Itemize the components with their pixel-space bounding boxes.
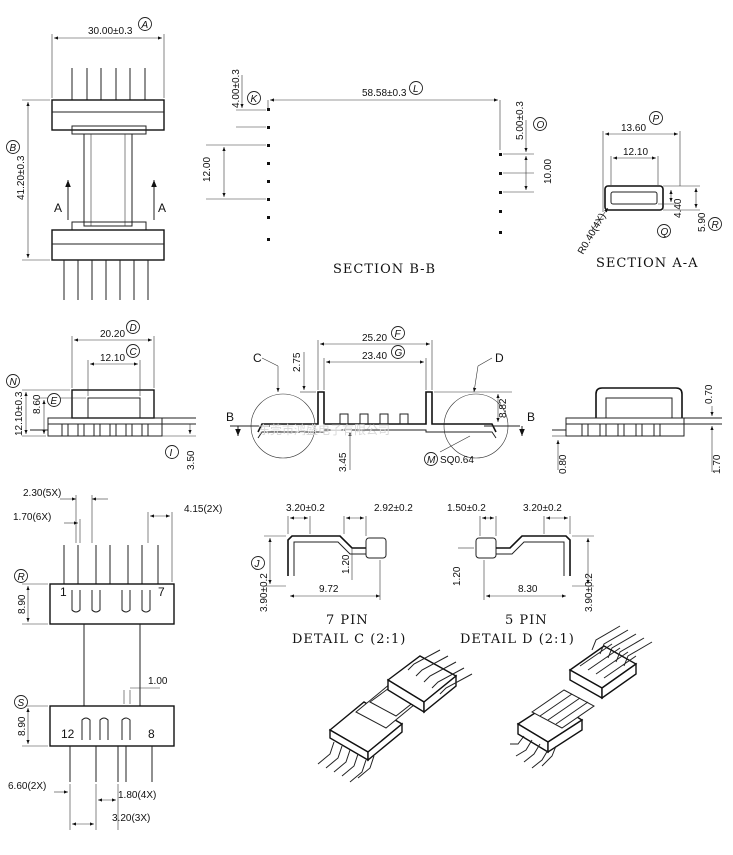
dim-b-12: 12.00	[202, 157, 213, 182]
callout-d: D	[130, 323, 137, 334]
callout-b: B	[10, 143, 17, 154]
dim-p-890b: 8.90	[17, 716, 28, 736]
side-view: 20.20 D 12.10 C 12.10±0.3 N 8.60 E 3.50 …	[6, 320, 197, 470]
dim-s-882: 8.82	[498, 398, 509, 418]
callout-o: O	[537, 120, 545, 131]
pin-1-label: 1	[60, 585, 67, 599]
pin-7-label: 7	[158, 585, 165, 599]
dim-p-890a: 8.90	[17, 594, 28, 614]
dim-width-a: 30.00±0.3	[88, 26, 133, 37]
dim-height-b: 41.20±0.3	[16, 155, 27, 200]
caption-5-pin: 5 PIN	[505, 613, 548, 628]
section-b-left-label: B	[226, 410, 234, 424]
dim-c-390: 3.90±0.2	[259, 573, 270, 612]
callout-g: G	[395, 348, 403, 359]
section-b-right-label: B	[527, 410, 535, 424]
callout-p: P	[653, 114, 660, 125]
dim-a-590: 5.90	[697, 212, 708, 232]
dim-a-1210: 12.10	[623, 147, 648, 158]
dim-b-10: 10.00	[543, 159, 554, 184]
caption-detail-d: DETAIL D (2:1)	[460, 632, 575, 647]
right-view: 0.70 0.80 1.70	[552, 384, 723, 474]
caption-7-pin: 7 PIN	[326, 613, 369, 628]
callout-r-a: R	[712, 220, 719, 231]
section-arrow-right: A	[158, 201, 166, 215]
callout-j: J	[254, 559, 261, 570]
dim-f-1210: 12.10	[100, 353, 125, 364]
section-aa: 13.60 P 12.10 4.40 5.90 Q R R0.40(4X) SE…	[576, 111, 722, 271]
dim-d-150: 1.50±0.2	[447, 503, 486, 514]
dim-s-sq: SQ0.64	[440, 455, 474, 466]
dim-s-275: 2.75	[292, 352, 303, 372]
dim-r-170: 1.70	[712, 454, 723, 474]
callout-k: K	[251, 94, 259, 105]
dim-c-120: 1.20	[341, 554, 352, 574]
dim-r-070: 0.70	[704, 384, 715, 404]
callout-r: R	[18, 572, 25, 583]
dim-f-350: 3.50	[186, 450, 197, 470]
dim-s-2520: 25.20	[362, 333, 387, 344]
detail-d: 1.50±0.2 3.20±0.2 1.20 8.30 3.90±0.2 5 P…	[447, 503, 595, 647]
dim-p-100: 1.00	[148, 676, 168, 687]
dim-d-120: 1.20	[452, 566, 463, 586]
dim-a-r040: R0.40(4X)	[576, 212, 608, 257]
dim-r-080: 0.80	[558, 454, 569, 474]
callout-c: C	[130, 347, 138, 358]
dim-f-1210h: 12.10±0.3	[14, 391, 25, 436]
dim-a-1360: 13.60	[621, 123, 646, 134]
dim-p-660: 6.60(2X)	[8, 781, 46, 792]
detail-d-callout: D	[495, 351, 504, 365]
dim-c-292: 2.92±0.2	[374, 503, 413, 514]
detail-c-callout: C	[253, 351, 262, 365]
dim-p-170: 1.70(6X)	[13, 512, 51, 523]
watermark: 东莞市鸿盛电子有限公司	[258, 422, 390, 437]
isometric-view-left	[317, 649, 473, 783]
isometric-view-right	[510, 625, 653, 769]
dim-span-l: 58.58±0.3	[362, 88, 407, 99]
dim-a-440: 4.40	[673, 198, 684, 218]
dim-o: 5.00±0.3	[515, 101, 526, 140]
callout-e: E	[51, 396, 58, 407]
dim-s-345: 3.45	[338, 452, 349, 472]
callout-l: L	[413, 84, 419, 95]
callout-f: F	[395, 329, 402, 340]
caption-section-aa: SECTION A-A	[596, 256, 698, 271]
dim-c-320: 3.20±0.2	[286, 503, 325, 514]
dim-d-320: 3.20±0.2	[523, 503, 562, 514]
caption-section-bb: SECTION B-B	[333, 262, 436, 277]
dim-p-320: 3.20(3X)	[112, 813, 150, 824]
dim-f-860: 8.60	[32, 394, 43, 414]
pin-view: 1 7 12 8 2.30(5X) 1.70(6X) 4.15(2X)	[8, 488, 222, 830]
section-bb: 58.58±0.3 L 4.00±0.3 K 12.00 5.00±0.3 O …	[202, 69, 554, 277]
pin-8-label: 8	[148, 727, 155, 741]
dim-p-180: 1.80(4X)	[118, 790, 156, 801]
pin-12-label: 12	[61, 727, 75, 741]
detail-c: 3.20±0.2 2.92±0.2 1.20 3.90±0.2 J 9.72 7…	[251, 503, 413, 647]
dim-c-972: 9.72	[319, 584, 339, 595]
dim-k: 4.00±0.3	[231, 69, 242, 108]
dim-s-2340: 23.40	[362, 351, 387, 362]
front-view: A A 30.00±0.3 A 41.20±0.3 B	[6, 17, 166, 300]
callout-n: N	[10, 377, 18, 388]
callout-a: A	[141, 20, 149, 31]
dim-d-390: 3.90±0.2	[584, 573, 595, 612]
dim-d-830: 8.30	[518, 584, 538, 595]
dim-f-2020: 20.20	[100, 329, 125, 340]
dim-p-415: 4.15(2X)	[184, 504, 222, 515]
dim-p-230: 2.30(5X)	[23, 488, 61, 499]
callout-s: S	[18, 698, 25, 709]
callout-i: I	[170, 448, 173, 459]
profile-view: A B B C D 25.20 F 23.40 G 2.75 8.82 3.45	[226, 326, 535, 472]
caption-detail-c: DETAIL C (2:1)	[292, 632, 406, 647]
callout-q: Q	[661, 227, 669, 238]
callout-m: M	[427, 455, 436, 466]
section-arrow-left: A	[54, 201, 62, 215]
